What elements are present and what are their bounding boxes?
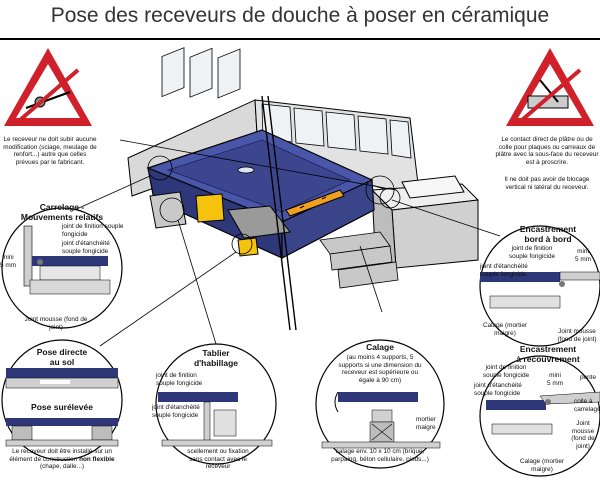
carrelage-mini: mini bbox=[2, 254, 14, 261]
grey-block bbox=[227, 205, 291, 239]
spirit-level bbox=[285, 189, 345, 217]
bord-a-bord-mini-value: 5 mm bbox=[575, 256, 591, 263]
recouvrement-joint-mousse: Joint mousse (fond de joint) bbox=[571, 420, 595, 450]
title-rule bbox=[0, 38, 600, 40]
carrelage-joint-finition: joint de finition souple fongicide bbox=[62, 223, 124, 238]
pose-surelevee-title: Pose surélevée bbox=[31, 402, 93, 412]
divider-pipe bbox=[261, 95, 291, 331]
tablier-title-1: Tablier bbox=[202, 348, 230, 358]
calage-title: Calage bbox=[366, 342, 394, 352]
bord-a-bord-joint-mousse: Joint mousse (fond de joint) bbox=[557, 328, 597, 343]
tablier-joint-finition: joint de finition souple fongicide bbox=[156, 372, 203, 387]
carrelage-joint-etancheite: joint d'étanchéité souple fongicide bbox=[62, 240, 110, 255]
recouvrement-mini: mini bbox=[549, 372, 561, 379]
bord-a-bord-title-1: Encastrement bbox=[519, 224, 577, 234]
tablier-title-2: d'habillage bbox=[193, 358, 239, 368]
warning-icon-right bbox=[506, 48, 594, 126]
recouvrement-colle: colle à carrelage bbox=[574, 398, 600, 413]
bord-a-bord-joint-finition: joint de finition souple fongicide bbox=[508, 245, 556, 260]
warning-right-text-2: Il ne doit pas avoir de blocage vertical… bbox=[504, 176, 590, 191]
callout-lines bbox=[69, 139, 501, 347]
pose-directe-note-after: (chape, dalle...) bbox=[39, 463, 85, 471]
recouvrement-joint-finition: joint de finition souple fongicide bbox=[482, 364, 530, 379]
carrelage-title-1: Carrelage - bbox=[39, 202, 85, 212]
bord-a-bord-joint-etancheite: joint d'étanchéité souple fongicide bbox=[480, 263, 528, 278]
pose-directe-note-bold: non flexible bbox=[79, 455, 115, 463]
carrelage-title-2: Mouvements relatifs bbox=[20, 212, 104, 222]
pose-directe-title-1: Pose directe bbox=[36, 347, 88, 357]
detail-carrelage bbox=[1, 207, 123, 329]
recouvrement-joint-etancheite: joint d'étanchéité souple fongicide bbox=[474, 382, 522, 397]
recouvrement-mini-value: 5 mm bbox=[547, 380, 563, 387]
tray-inner bbox=[166, 139, 351, 213]
recouvrement-title-2: à recouvrement bbox=[516, 354, 580, 364]
warning-left-text: Le receveur ne doit subir aucune modific… bbox=[3, 136, 97, 166]
support-stairs bbox=[319, 231, 399, 289]
bord-a-bord-calage: Calage (mortier maigre) bbox=[482, 322, 528, 337]
yellow-block-1 bbox=[195, 193, 225, 223]
page-title: Pose des receveurs de douche à poser en … bbox=[50, 4, 550, 27]
carrelage-joint-mousse: Joint mousse (fond de joint) bbox=[24, 316, 88, 331]
tablier-scellement: scellement ou fixation sans contact avec… bbox=[187, 448, 249, 471]
support-block-left bbox=[149, 191, 187, 229]
bord-a-bord-title-2: bord à bord bbox=[524, 234, 572, 244]
recouvrement-title-1: Encastrement bbox=[519, 344, 577, 354]
warning-right-text-1: Le contact direct de plâtre ou de colle … bbox=[495, 136, 599, 166]
drain bbox=[237, 166, 255, 174]
detail-recouvrement bbox=[479, 355, 600, 477]
detail-tablier bbox=[155, 343, 277, 465]
pose-directe-title-2: au sol bbox=[49, 357, 75, 367]
carrelage-mini-value: 5 mm bbox=[0, 262, 16, 269]
warning-icon-left bbox=[4, 48, 92, 126]
bench-top bbox=[401, 175, 465, 199]
detail-pose-directe bbox=[1, 339, 123, 461]
calage-note: (au moins 4 supports, 5 supports si une … bbox=[338, 354, 422, 384]
recouvrement-pente: pente bbox=[580, 374, 596, 381]
detail-bord-a-bord bbox=[479, 225, 600, 347]
bord-a-bord-mini: mini bbox=[577, 248, 589, 255]
detail-calage bbox=[315, 339, 445, 469]
recouvrement-calage: Calage (mortier maigre) bbox=[519, 458, 565, 473]
tablier-joint-etancheite: joint d'étanchéité souple fongicide bbox=[152, 404, 200, 419]
calage-mortier: mortier maigre bbox=[416, 416, 436, 431]
pose-directe-note: Le receveur doit être installé sur un él… bbox=[2, 448, 122, 471]
pose-directe-note-before: Le receveur doit être installé sur un él… bbox=[9, 448, 112, 463]
central-illustration bbox=[127, 47, 480, 331]
yellow-block-2 bbox=[237, 237, 259, 257]
wall-tiles bbox=[161, 47, 412, 159]
calage-cale: calage env. 10 x 10 cm (brique, parpaing… bbox=[331, 448, 429, 463]
